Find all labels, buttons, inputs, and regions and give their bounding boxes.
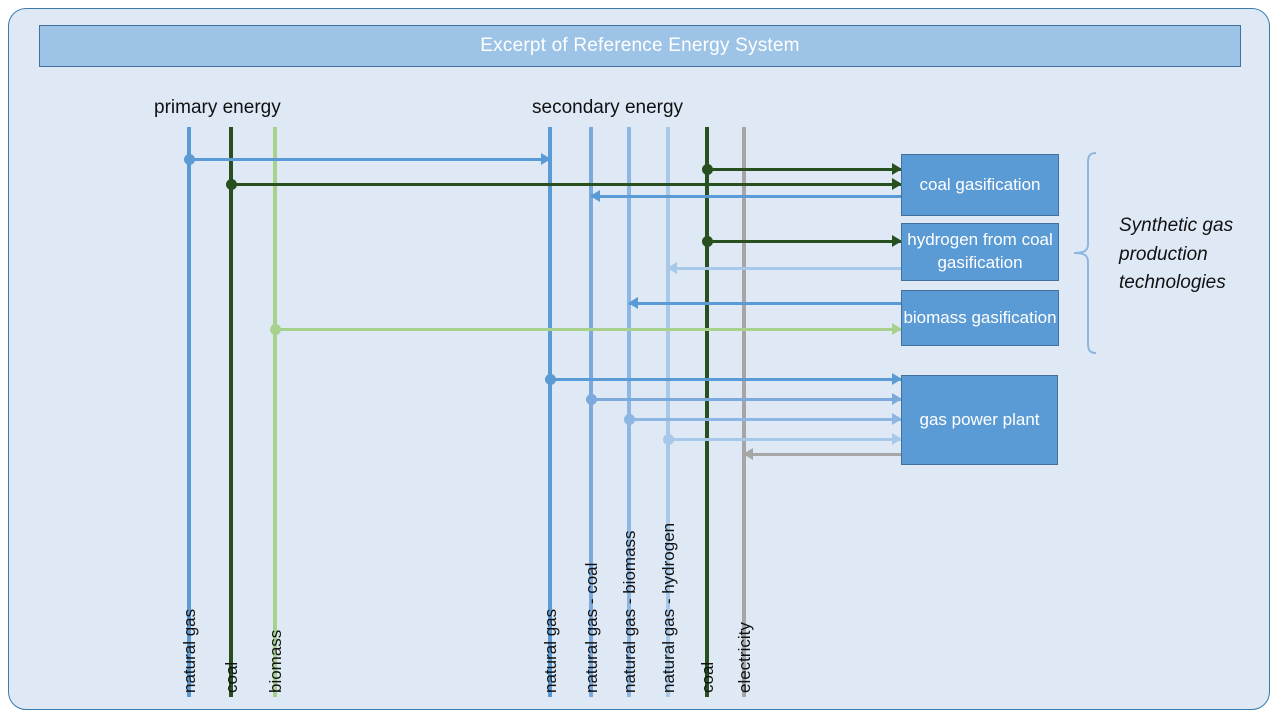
- arrow-head-right: [892, 373, 902, 385]
- flow-origin-node: [702, 236, 713, 247]
- carrier-line-secondary-natural-gas-biomass: [627, 127, 631, 697]
- flow-line: [275, 328, 901, 331]
- arrow-head-right: [892, 235, 902, 247]
- flow-line: [591, 398, 901, 401]
- flow-origin-node: [663, 434, 674, 445]
- arrow-head-right: [541, 153, 551, 165]
- arrow-head-right: [892, 393, 902, 405]
- carrier-label-secondary-natural-gas-biomass: natural gas - biomass: [620, 530, 639, 693]
- carrier-label-primary-natural-gas: natural gas: [180, 608, 199, 693]
- flow-line: [591, 195, 901, 198]
- carrier-line-secondary-natural-gas-coal: [589, 127, 593, 697]
- flow-line: [744, 453, 901, 456]
- carrier-line-secondary-natural-gas-hydrogen: [666, 127, 670, 697]
- flow-line: [707, 240, 901, 243]
- carrier-label-secondary-natural-gas-coal: natural gas - coal: [582, 562, 601, 693]
- group-label-primary-energy: primary energy: [154, 97, 281, 118]
- process-box-coal-gasification[interactable]: coal gasification: [901, 154, 1059, 216]
- arrow-head-right: [892, 178, 902, 190]
- flow-line: [189, 158, 550, 161]
- diagram-canvas: Excerpt of Reference Energy System prima…: [8, 8, 1270, 710]
- process-box-hydrogen-from-coal-gasification[interactable]: hydrogen from coal gasification: [901, 223, 1059, 281]
- arrow-head-right: [892, 163, 902, 175]
- flow-origin-node: [270, 324, 281, 335]
- flow-line: [707, 168, 901, 171]
- carrier-label-secondary-coal: coal: [698, 661, 717, 693]
- flow-origin-node: [226, 179, 237, 190]
- arrow-head-left: [628, 297, 638, 309]
- arrow-head-right: [892, 433, 902, 445]
- carrier-label-primary-coal: coal: [222, 661, 241, 693]
- group-label-secondary-energy: secondary energy: [532, 97, 684, 118]
- flow-line: [231, 183, 901, 186]
- diagram-title-bar: Excerpt of Reference Energy System: [39, 25, 1241, 67]
- flow-line: [668, 267, 901, 270]
- carrier-line-primary-natural-gas: [187, 127, 191, 697]
- process-box-biomass-gasification[interactable]: biomass gasification: [901, 290, 1059, 346]
- carrier-line-secondary-coal: [705, 127, 709, 697]
- flow-origin-node: [702, 164, 713, 175]
- page-title: Excerpt of Reference Energy System: [480, 35, 800, 56]
- carrier-label-secondary-electricity: electricity: [735, 622, 754, 693]
- bracket-label: Synthetic gas production technologies: [1119, 215, 1234, 293]
- carrier-line-secondary-natural-gas: [548, 127, 552, 697]
- flow-line: [668, 438, 901, 441]
- bracket-icon: [1073, 152, 1097, 354]
- flow-origin-node: [184, 154, 195, 165]
- process-box-gas-power-plant[interactable]: gas power plant: [901, 375, 1058, 465]
- carrier-label-primary-biomass: biomass: [266, 629, 285, 693]
- flow-origin-node: [586, 394, 597, 405]
- flow-origin-node: [545, 374, 556, 385]
- arrow-head-left: [667, 262, 677, 274]
- carrier-line-primary-biomass: [273, 127, 277, 697]
- flow-origin-node: [624, 414, 635, 425]
- carrier-label-secondary-natural-gas-hydrogen: natural gas - hydrogen: [659, 522, 678, 693]
- arrow-head-left: [590, 190, 600, 202]
- arrow-head-left: [743, 448, 753, 460]
- flow-line: [550, 378, 901, 381]
- carrier-label-secondary-natural-gas: natural gas: [541, 608, 560, 693]
- carrier-line-primary-coal: [229, 127, 233, 697]
- carrier-line-secondary-electricity: [742, 127, 746, 697]
- arrow-head-right: [892, 413, 902, 425]
- flow-line: [629, 302, 901, 305]
- arrow-head-right: [892, 323, 902, 335]
- flow-line: [629, 418, 901, 421]
